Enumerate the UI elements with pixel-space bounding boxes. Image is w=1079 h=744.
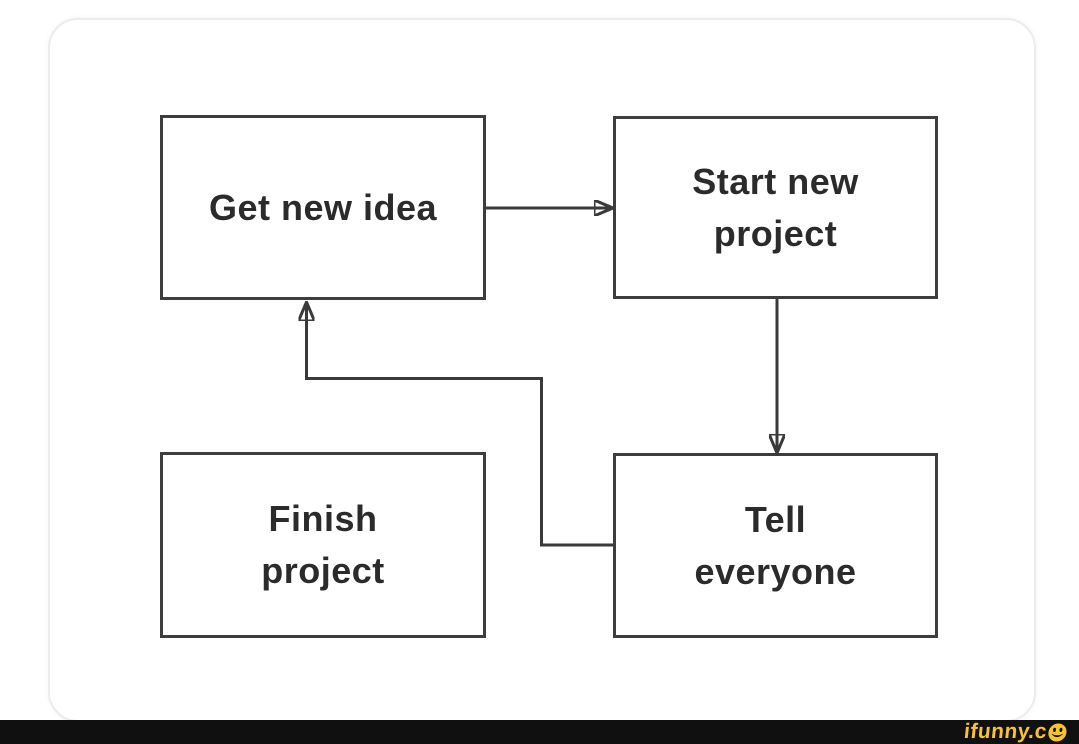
- node-get-new-idea: Get new idea: [160, 115, 486, 300]
- watermark-bar: ifunny.c: [0, 720, 1079, 744]
- node-label-start-new-project: Start new project: [692, 160, 859, 254]
- node-start-new-project: Start new project: [613, 116, 938, 299]
- node-label-get-new-idea: Get new idea: [208, 186, 438, 228]
- node-label-finish-project: Finish project: [261, 498, 385, 591]
- node-label-tell-everyone: Tell everyone: [694, 498, 857, 592]
- watermark-text: ifunny.c: [962, 720, 1049, 743]
- smiley-icon: [1048, 723, 1067, 742]
- node-tell-everyone: Tell everyone: [613, 453, 938, 638]
- node-finish-project: Finish project: [160, 452, 486, 638]
- ifunny-watermark: ifunny.c: [963, 720, 1068, 744]
